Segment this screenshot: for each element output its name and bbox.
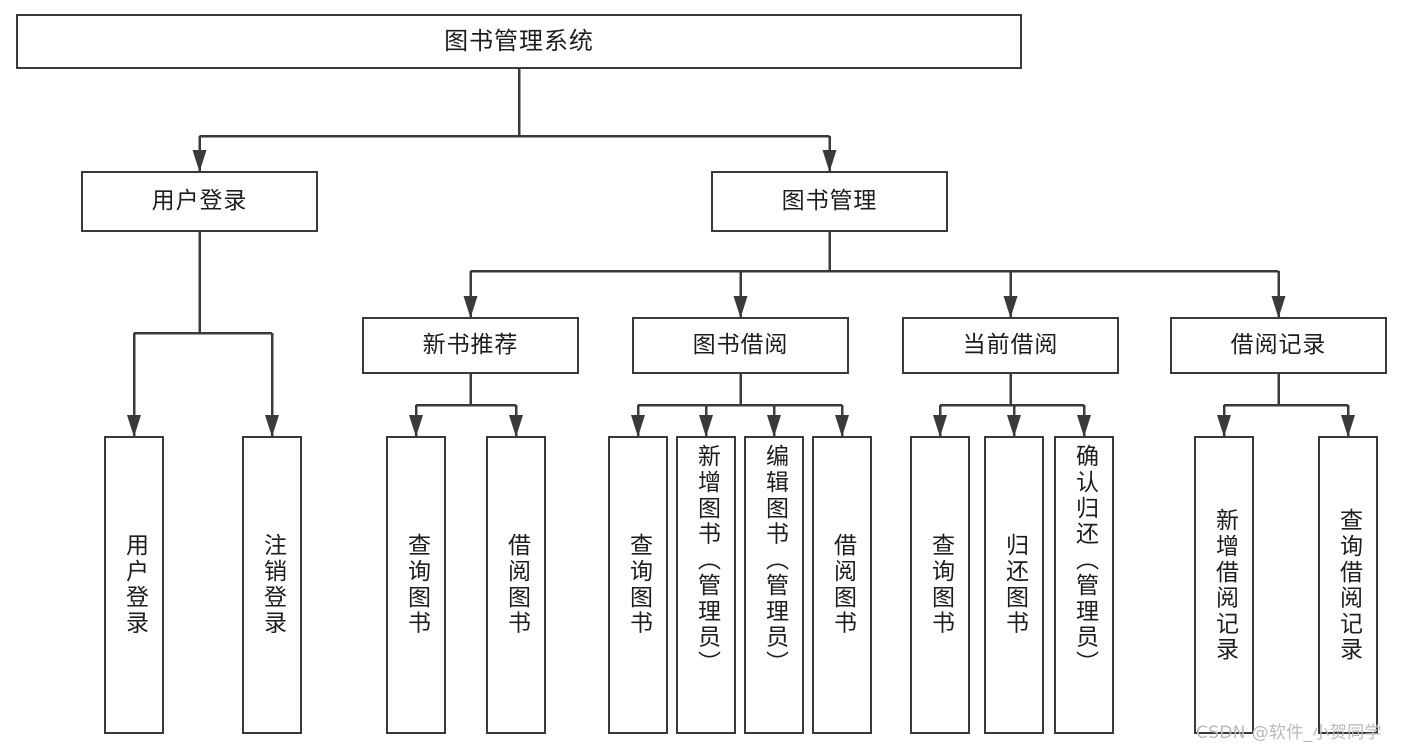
node-new-book-recommend-label: 新书推荐	[422, 331, 519, 358]
leaf-recommend-query-book[interactable]: 查询图书	[386, 436, 446, 734]
node-root[interactable]: 图书管理系统	[16, 14, 1022, 69]
leaf-borrow-add-book-label: 新增图书（管理员）	[693, 444, 720, 676]
leaf-recommend-query-book-label: 查询图书	[403, 533, 430, 637]
leaf-current-query-book-label: 查询图书	[927, 533, 954, 637]
leaf-user-logout-label: 注销登录	[259, 533, 286, 637]
leaf-recommend-borrow-book[interactable]: 借阅图书	[486, 436, 546, 734]
node-book-borrow-label: 图书借阅	[692, 331, 789, 358]
leaf-current-return-book[interactable]: 归还图书	[984, 436, 1044, 734]
node-root-label: 图书管理系统	[444, 27, 594, 56]
node-book-borrow[interactable]: 图书借阅	[632, 317, 849, 374]
node-borrow-record-label: 借阅记录	[1230, 331, 1327, 358]
csdn-watermark: CSDN @软件_小贺同学	[1196, 723, 1382, 743]
leaf-borrow-lend-book-label: 借阅图书	[829, 533, 856, 637]
node-book-manage[interactable]: 图书管理	[711, 171, 948, 232]
node-current-borrow[interactable]: 当前借阅	[902, 317, 1119, 374]
leaf-current-confirm-return[interactable]: 确认归还（管理员）	[1054, 436, 1114, 734]
node-user-login[interactable]: 用户登录	[81, 171, 318, 232]
node-borrow-record[interactable]: 借阅记录	[1170, 317, 1387, 374]
leaf-borrow-edit-book-label: 编辑图书（管理员）	[761, 444, 788, 676]
leaf-record-search[interactable]: 查询借阅记录	[1318, 436, 1378, 734]
leaf-borrow-edit-book[interactable]: 编辑图书（管理员）	[744, 436, 804, 734]
node-book-manage-label: 图书管理	[781, 187, 878, 214]
leaf-recommend-borrow-book-label: 借阅图书	[503, 533, 530, 637]
leaf-record-add[interactable]: 新增借阅记录	[1194, 436, 1254, 734]
leaf-borrow-lend-book[interactable]: 借阅图书	[812, 436, 872, 734]
node-new-book-recommend[interactable]: 新书推荐	[362, 317, 579, 374]
leaf-borrow-query-book[interactable]: 查询图书	[608, 436, 668, 734]
leaf-record-search-label: 查询借阅记录	[1335, 507, 1362, 663]
leaf-user-login-label: 用户登录	[121, 533, 148, 637]
leaf-user-logout[interactable]: 注销登录	[242, 436, 302, 734]
leaf-borrow-add-book[interactable]: 新增图书（管理员）	[676, 436, 736, 734]
leaf-borrow-query-book-label: 查询图书	[625, 533, 652, 637]
leaf-user-login[interactable]: 用户登录	[104, 436, 164, 734]
leaf-current-return-book-label: 归还图书	[1001, 533, 1028, 637]
node-user-login-label: 用户登录	[151, 187, 248, 214]
node-current-borrow-label: 当前借阅	[962, 331, 1059, 358]
leaf-current-query-book[interactable]: 查询图书	[910, 436, 970, 734]
leaf-record-add-label: 新增借阅记录	[1211, 507, 1238, 663]
leaf-current-confirm-return-label: 确认归还（管理员）	[1071, 444, 1098, 676]
